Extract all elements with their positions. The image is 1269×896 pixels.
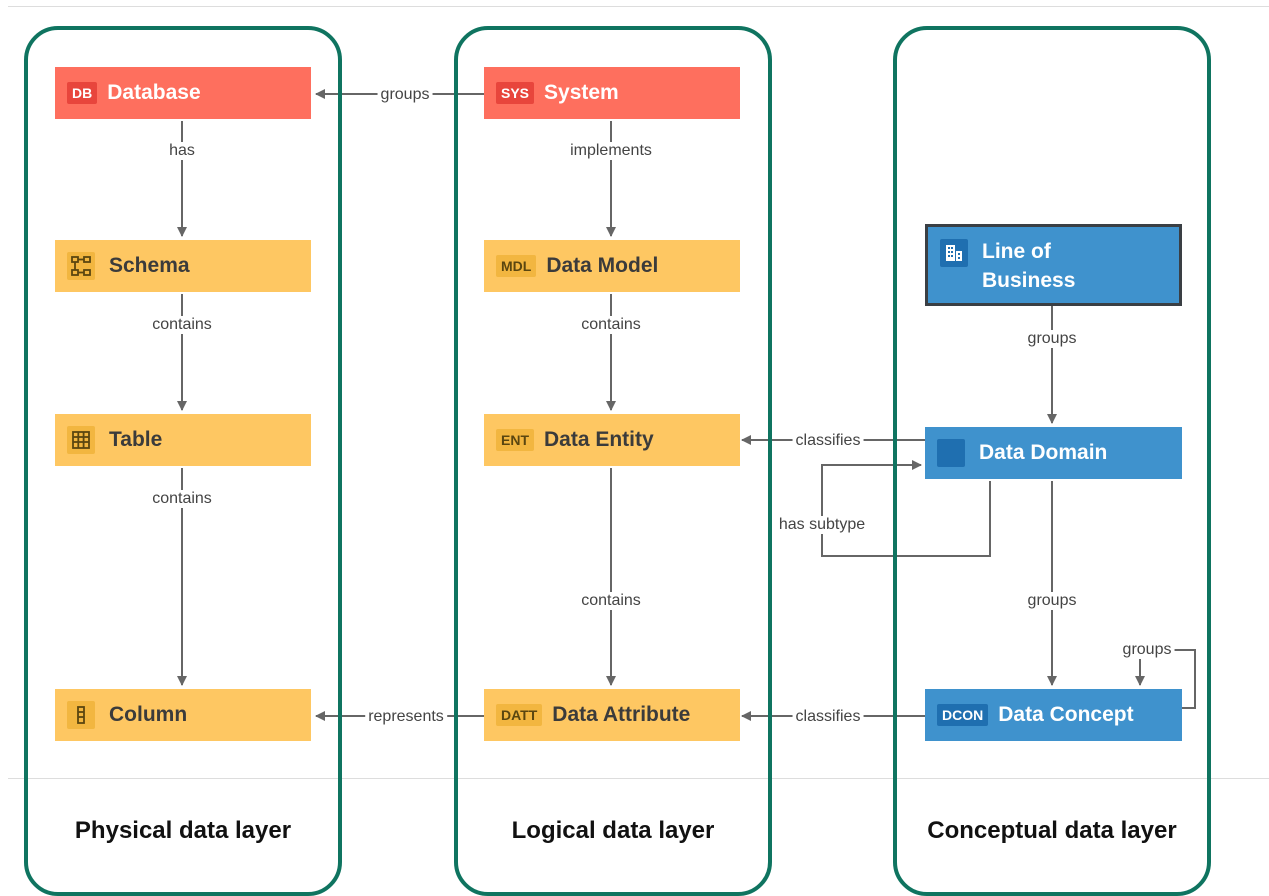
data-attribute-badge: DATT xyxy=(496,704,543,726)
data-attribute-label: Data Attribute xyxy=(552,703,691,726)
edge-label-system-model: implements xyxy=(567,142,655,160)
edge-label-concept-attribute: classifies xyxy=(792,708,864,726)
logical-layer-title: Logical data layer xyxy=(511,817,715,844)
table-icon xyxy=(67,426,95,454)
node-line-of-business[interactable]: Line of Business xyxy=(925,224,1182,306)
database-label: Database xyxy=(107,81,201,104)
node-system[interactable]: SYS System xyxy=(484,67,740,119)
building-icon xyxy=(940,239,968,267)
schema-label: Schema xyxy=(109,254,190,277)
page-divider-top xyxy=(8,6,1269,7)
edge-concept-self xyxy=(1135,649,1196,709)
edge-domain-subtype xyxy=(821,460,991,557)
physical-layer-title: Physical data layer xyxy=(74,817,292,844)
edge-label-domain-entity: classifies xyxy=(792,432,864,450)
edge-label-system-database: groups xyxy=(377,86,433,104)
node-schema[interactable]: Schema xyxy=(55,240,311,292)
logical-layer-box: Logical data layer xyxy=(454,26,772,896)
line-of-business-label-1: Line of xyxy=(982,240,1051,263)
data-model-badge: MDL xyxy=(496,255,537,277)
page-divider-bottom xyxy=(8,778,1269,779)
node-column[interactable]: Column xyxy=(55,689,311,741)
table-label: Table xyxy=(109,428,163,451)
data-model-label: Data Model xyxy=(546,254,659,277)
conceptual-layer-title: Conceptual data layer xyxy=(927,817,1177,844)
data-concept-badge: DCON xyxy=(937,704,989,726)
edge-label-model-entity: contains xyxy=(578,316,644,334)
edge-label-domain-concept: groups xyxy=(1024,592,1080,610)
node-data-domain[interactable]: Data Domain xyxy=(925,427,1182,479)
data-domain-label: Data Domain xyxy=(979,441,1108,464)
edge-label-domain-subtype: has subtype xyxy=(775,516,869,534)
edge-label-lob-domain: groups xyxy=(1024,330,1080,348)
node-data-entity[interactable]: ENT Data Entity xyxy=(484,414,740,466)
system-badge: SYS xyxy=(496,82,535,104)
edge-label-table-column: contains xyxy=(149,490,215,508)
edge-label-attribute-column: represents xyxy=(365,708,447,726)
node-database[interactable]: DB Database xyxy=(55,67,311,119)
edge-label-concept-self: groups xyxy=(1119,641,1175,659)
edge-label-database-schema: has xyxy=(166,142,198,160)
physical-layer-box: Physical data layer xyxy=(24,26,342,896)
node-data-concept[interactable]: DCON Data Concept xyxy=(925,689,1182,741)
schema-icon xyxy=(67,252,95,280)
node-data-attribute[interactable]: DATT Data Attribute xyxy=(484,689,740,741)
column-label: Column xyxy=(109,703,188,726)
node-data-model[interactable]: MDL Data Model xyxy=(484,240,740,292)
data-entity-badge: ENT xyxy=(496,429,534,451)
data-entity-label: Data Entity xyxy=(544,428,654,451)
conceptual-layer-box: Conceptual data layer xyxy=(893,26,1211,896)
edge-label-schema-table: contains xyxy=(149,316,215,334)
domain-square-icon xyxy=(937,439,965,467)
database-badge: DB xyxy=(67,82,98,104)
data-concept-label: Data Concept xyxy=(998,703,1134,726)
edge-label-entity-attribute: contains xyxy=(578,592,644,610)
column-icon xyxy=(67,701,95,729)
system-label: System xyxy=(544,81,619,104)
node-table[interactable]: Table xyxy=(55,414,311,466)
line-of-business-label-2: Business xyxy=(982,269,1076,292)
